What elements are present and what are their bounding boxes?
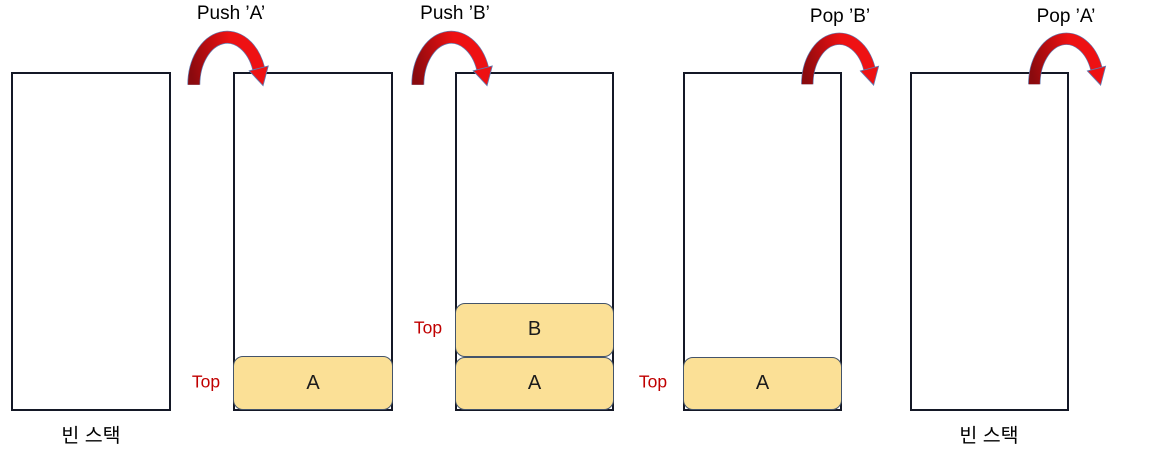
push-b-arrow-icon bbox=[409, 30, 497, 92]
op-label-push-b: Push ’B’ bbox=[420, 3, 490, 24]
pop-a-arrow-icon bbox=[1025, 32, 1111, 91]
pop-b-arrow-icon bbox=[798, 32, 884, 91]
top-pointer-label: Top bbox=[638, 371, 668, 392]
stack-item-a: A bbox=[683, 357, 842, 410]
stack-empty-initial bbox=[11, 72, 171, 411]
stack-item-a: A bbox=[233, 356, 393, 410]
stack-empty-final bbox=[910, 72, 1069, 411]
top-pointer-label: Top bbox=[413, 317, 443, 338]
stack-item-b: B bbox=[455, 302, 614, 357]
stack-after-pop-b: A bbox=[683, 72, 842, 411]
push-a-arrow-icon bbox=[185, 30, 273, 92]
empty-stack-caption: 빈 스택 bbox=[61, 425, 121, 447]
op-label-push-a: Push ’A’ bbox=[196, 3, 266, 24]
op-label-pop-b: Pop ’B’ bbox=[809, 6, 871, 27]
empty-stack-caption: 빈 스택 bbox=[959, 425, 1019, 447]
op-label-pop-a: Pop ’A’ bbox=[1036, 6, 1096, 27]
stack-after-push-b: B A bbox=[455, 72, 614, 411]
stack-item-a: A bbox=[455, 357, 614, 410]
top-pointer-label: Top bbox=[191, 371, 221, 392]
stack-after-push-a: A bbox=[233, 72, 393, 411]
